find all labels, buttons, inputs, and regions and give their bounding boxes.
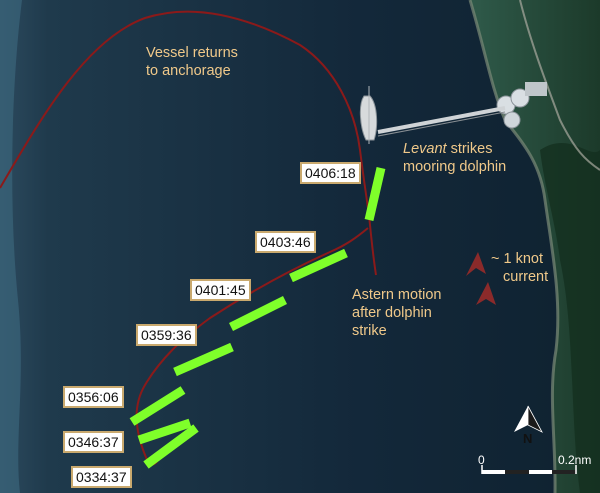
shoreline (468, 0, 560, 493)
time-label-0406: 0406:18 (300, 162, 361, 184)
north-arrow-icon (514, 406, 528, 432)
facility-building (525, 82, 547, 96)
vessel-position-0401 (228, 295, 288, 332)
vessel-position-0406 (364, 166, 386, 222)
vessel-position-0334 (143, 424, 199, 469)
current-arrow-icon (466, 252, 486, 276)
forest-area (540, 143, 600, 493)
annotation-text: strikes (446, 141, 493, 157)
north-label: N (523, 431, 533, 446)
time-label-0403: 0403:46 (255, 231, 316, 253)
annotation-line: strike (352, 323, 387, 339)
astern-annotation: Astern motion after dolphin strike (352, 286, 441, 340)
scale-start-label: 0 (478, 453, 485, 467)
time-label-0359: 0359:36 (136, 324, 197, 346)
time-label-0346: 0346:37 (63, 431, 124, 453)
annotation-line: current (503, 269, 549, 285)
vessel-track-return (0, 10, 377, 276)
east-shore (470, 0, 600, 493)
scale-bar-segment (505, 470, 529, 474)
west-shallows (0, 0, 22, 493)
scale-bar-segment (552, 470, 576, 474)
strike-annotation: Levant strikes mooring dolphin (403, 140, 506, 176)
vessel-position-0356 (129, 386, 186, 426)
annotation-line: to anchorage (146, 63, 231, 79)
vessel-position-0346 (137, 418, 192, 445)
vessel-position-0403 (289, 248, 348, 283)
annotation-line: ~ 1 knot (491, 251, 543, 267)
time-label-0401: 0401:45 (190, 279, 251, 301)
annotation-line: Vessel returns (146, 45, 238, 61)
vessel-name: Levant (403, 141, 447, 157)
vessel-position-0359 (173, 342, 234, 377)
current-arrow-icon (476, 282, 496, 305)
time-label-0334: 0334:37 (71, 466, 132, 488)
pier-edge (377, 111, 506, 137)
shore-road (519, 0, 600, 171)
time-label-0356: 0356:06 (63, 386, 124, 408)
storage-tank (510, 88, 530, 108)
annotation-line: mooring dolphin (403, 159, 507, 175)
north-arrow-icon (527, 405, 543, 433)
storage-tank (503, 111, 521, 129)
scale-end-label: 0.2nm (558, 453, 592, 467)
current-annotation: ~ 1 knot current (491, 250, 548, 286)
annotation-line: Astern motion (352, 287, 442, 303)
annotation-line: Levant strikes (403, 140, 506, 158)
anchorage-annotation: Vessel returns to anchorage (146, 44, 238, 80)
annotation-line: after dolphin (352, 305, 432, 321)
pier-trestle (377, 106, 506, 134)
